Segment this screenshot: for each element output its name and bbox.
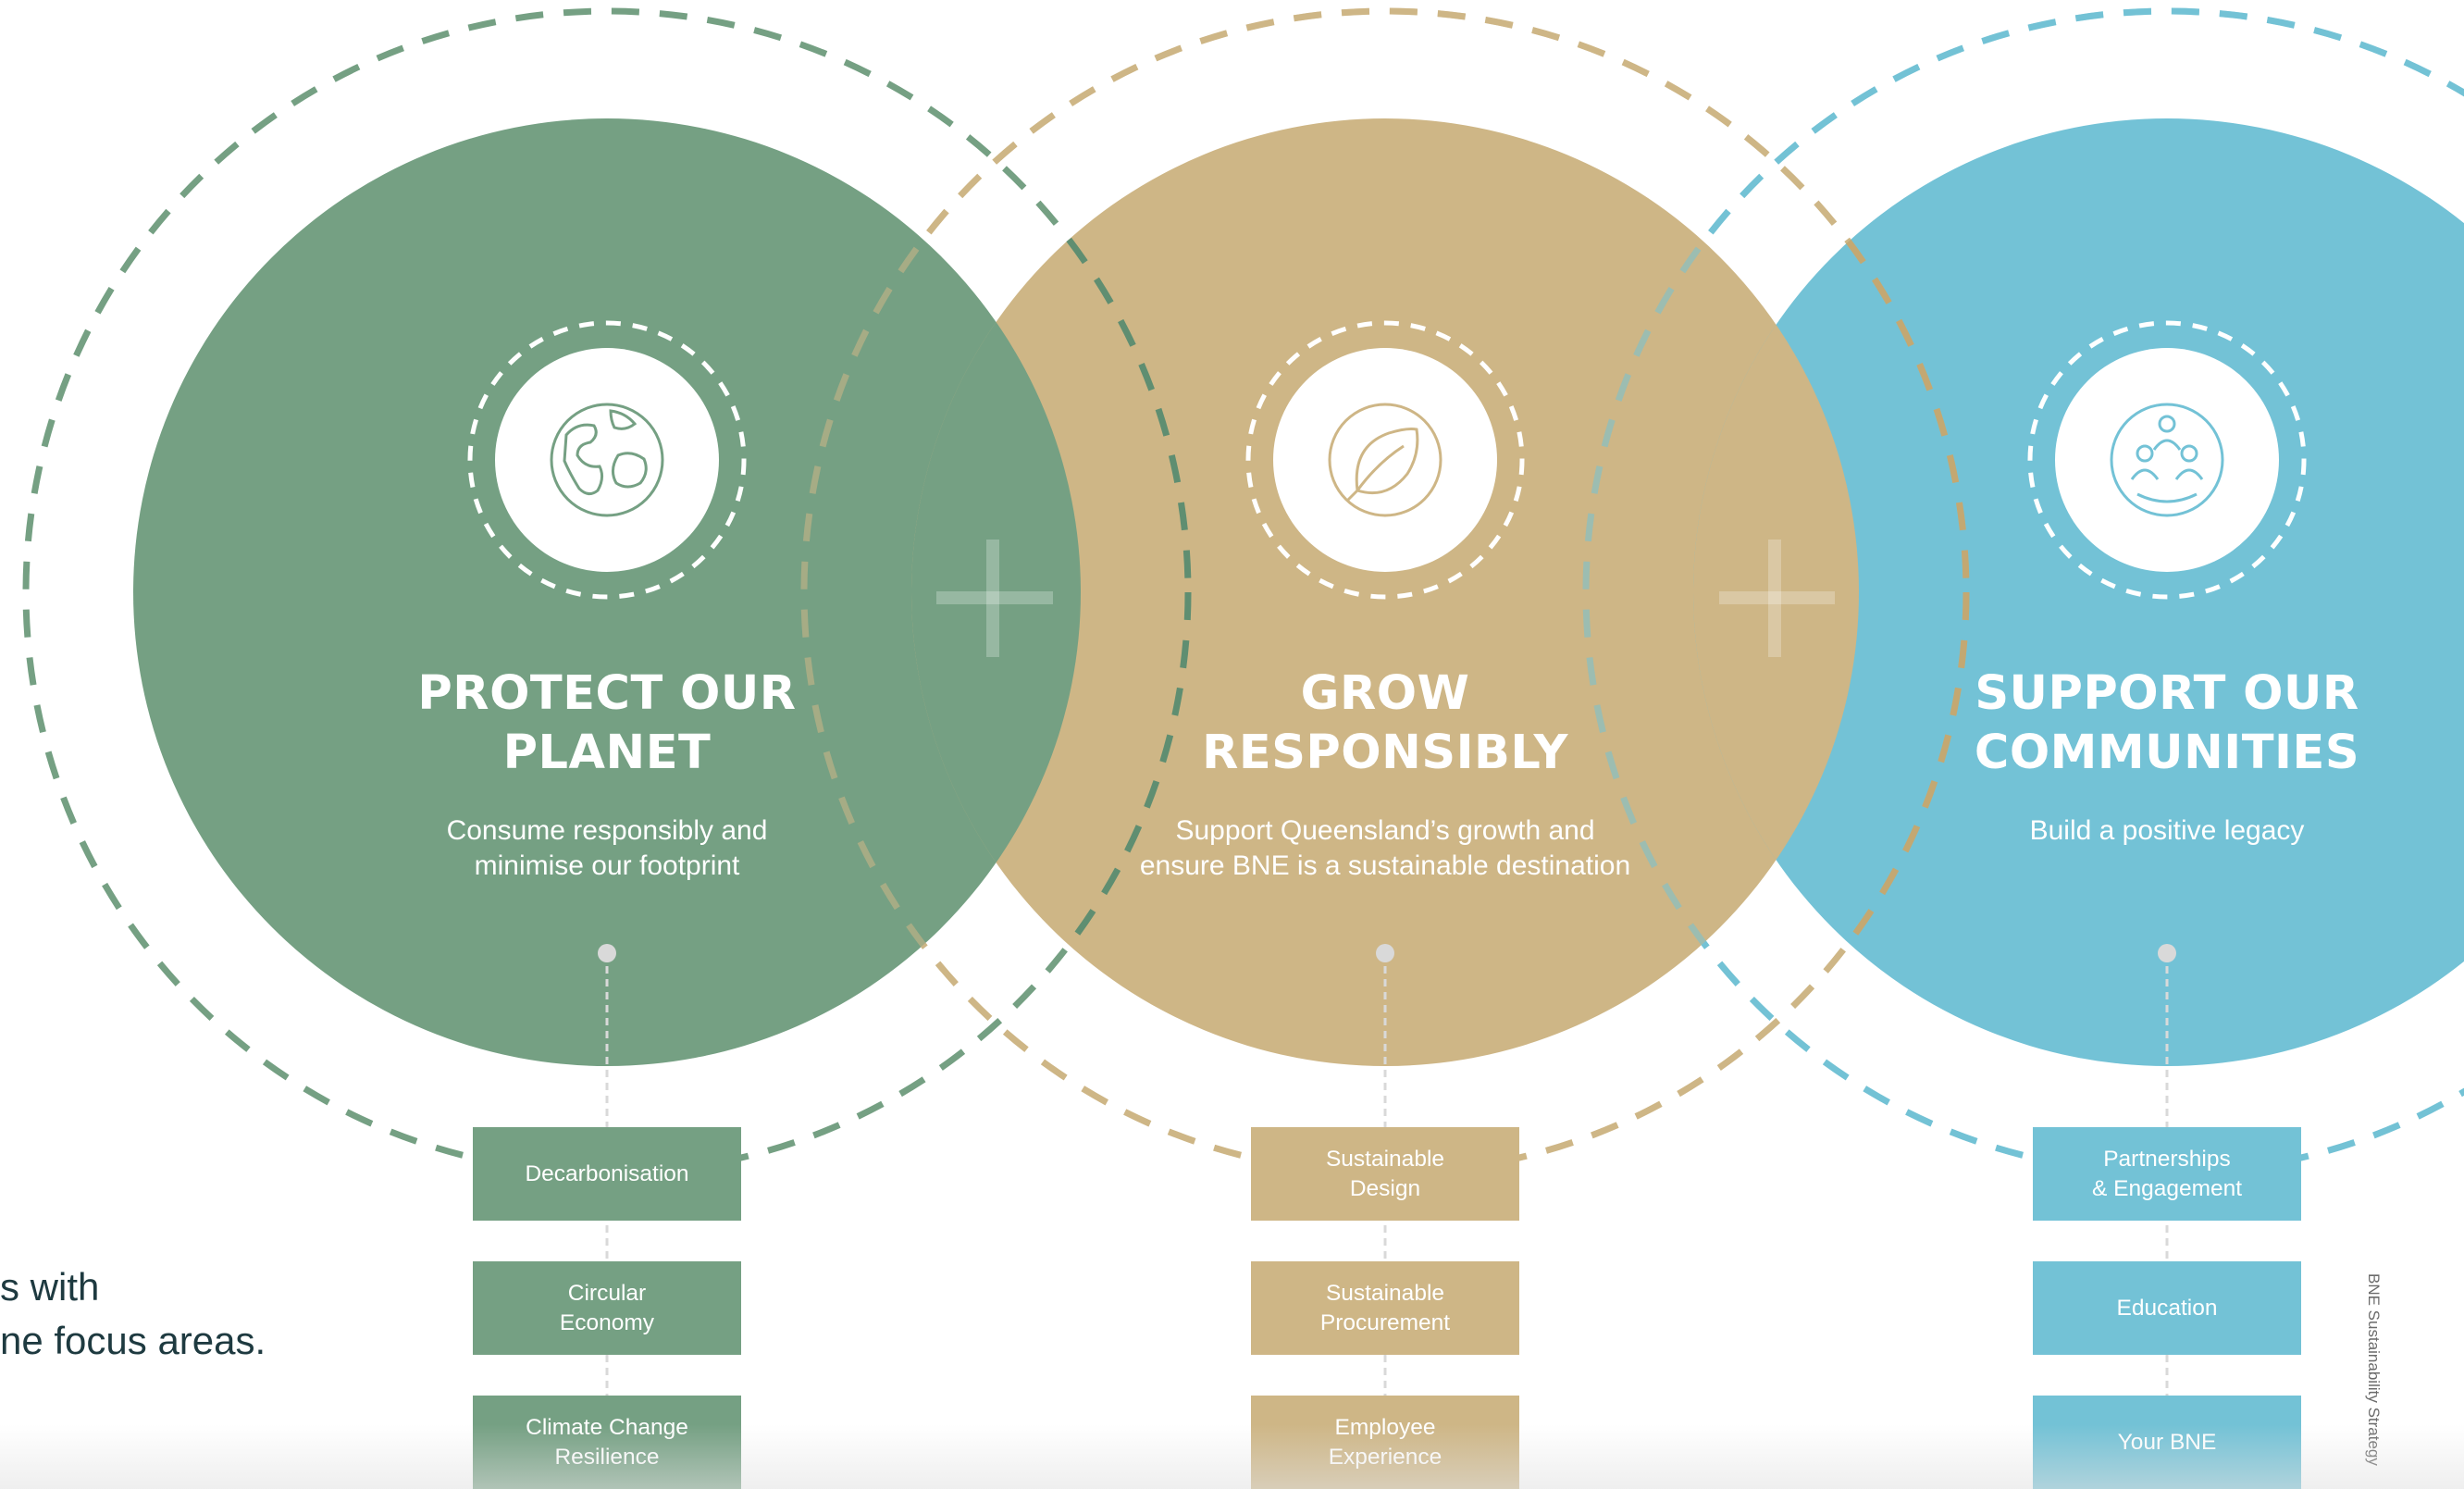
- globe-icon: [550, 403, 664, 517]
- focus-line: Employee: [1334, 1414, 1436, 1440]
- subtitle-line: minimise our footprint: [474, 850, 740, 881]
- pillar-subtitle: Support Queensland’s growth and ensure B…: [1098, 813, 1672, 884]
- subtitle-line: Consume responsibly and: [446, 815, 768, 846]
- intro-text: s with ne focus areas.: [0, 1260, 266, 1368]
- title-line: RESPONSIBLY: [1202, 726, 1568, 780]
- leaf-icon: [1328, 403, 1442, 517]
- gold-icon-badge: [1245, 320, 1525, 600]
- focus-line: Economy: [559, 1309, 655, 1335]
- intro-line: ne focus areas.: [0, 1319, 266, 1362]
- pillar-title: SUPPORT OUR COMMUNITIES: [1908, 664, 2426, 783]
- focus-line: Design: [1349, 1175, 1421, 1201]
- focus-line: Experience: [1328, 1444, 1442, 1470]
- title-line: SUPPORT OUR: [1975, 666, 2359, 721]
- pillar-title: PROTECT OUR PLANET: [348, 664, 866, 783]
- focus-line: Education: [2116, 1295, 2218, 1321]
- focus-area-box: Education: [2033, 1261, 2301, 1355]
- plus-icon: [1719, 540, 1835, 657]
- pillar-title: GROW RESPONSIBLY: [1126, 664, 1644, 783]
- connector-dot: [2158, 944, 2176, 962]
- title-line: PLANET: [502, 726, 712, 780]
- plus-icon: [936, 540, 1053, 657]
- focus-area-box: Partnerships & Engagement: [2033, 1127, 2301, 1221]
- subtitle-line: Build a positive legacy: [2029, 815, 2305, 846]
- intro-line: s with: [0, 1265, 100, 1309]
- gold-circle: [911, 118, 1859, 1066]
- focus-area-box: Your BNE: [2033, 1396, 2301, 1489]
- blue-icon-badge: [2027, 320, 2307, 600]
- focus-line: Climate Change: [526, 1414, 688, 1440]
- blue-circle: [1693, 118, 2464, 1066]
- pillar-subtitle: Build a positive legacy: [1880, 813, 2454, 849]
- green-circle: [133, 118, 1081, 1066]
- title-line: GROW: [1300, 666, 1470, 721]
- focus-line: Sustainable: [1325, 1146, 1445, 1172]
- focus-area-box: Decarbonisation: [473, 1127, 741, 1221]
- title-line: PROTECT OUR: [417, 666, 797, 721]
- focus-line: Resilience: [554, 1444, 660, 1470]
- green-ring-overlay: [911, 118, 1192, 1066]
- document-side-label: BNE Sustainability Strategy: [2365, 1273, 2383, 1466]
- title-line: COMMUNITIES: [1974, 726, 2360, 780]
- green-icon-badge: [467, 320, 747, 600]
- connector-dot: [598, 944, 616, 962]
- subtitle-line: ensure BNE is a sustainable destination: [1139, 850, 1631, 881]
- gold-ring-over-blue: [1693, 118, 1970, 1066]
- focus-line: Procurement: [1319, 1309, 1451, 1335]
- focus-line: Decarbonisation: [525, 1160, 689, 1186]
- focus-line: Partnerships: [2103, 1146, 2231, 1172]
- pillar-subtitle: Consume responsibly and minimise our foo…: [320, 813, 894, 884]
- focus-line: & Engagement: [2091, 1175, 2243, 1201]
- focus-line: Your BNE: [2117, 1429, 2217, 1455]
- focus-line: Sustainable: [1325, 1280, 1445, 1306]
- subtitle-line: Support Queensland’s growth and: [1175, 815, 1595, 846]
- connector-dot: [1376, 944, 1394, 962]
- community-icon: [2110, 403, 2224, 517]
- focus-line: Circular: [567, 1280, 647, 1306]
